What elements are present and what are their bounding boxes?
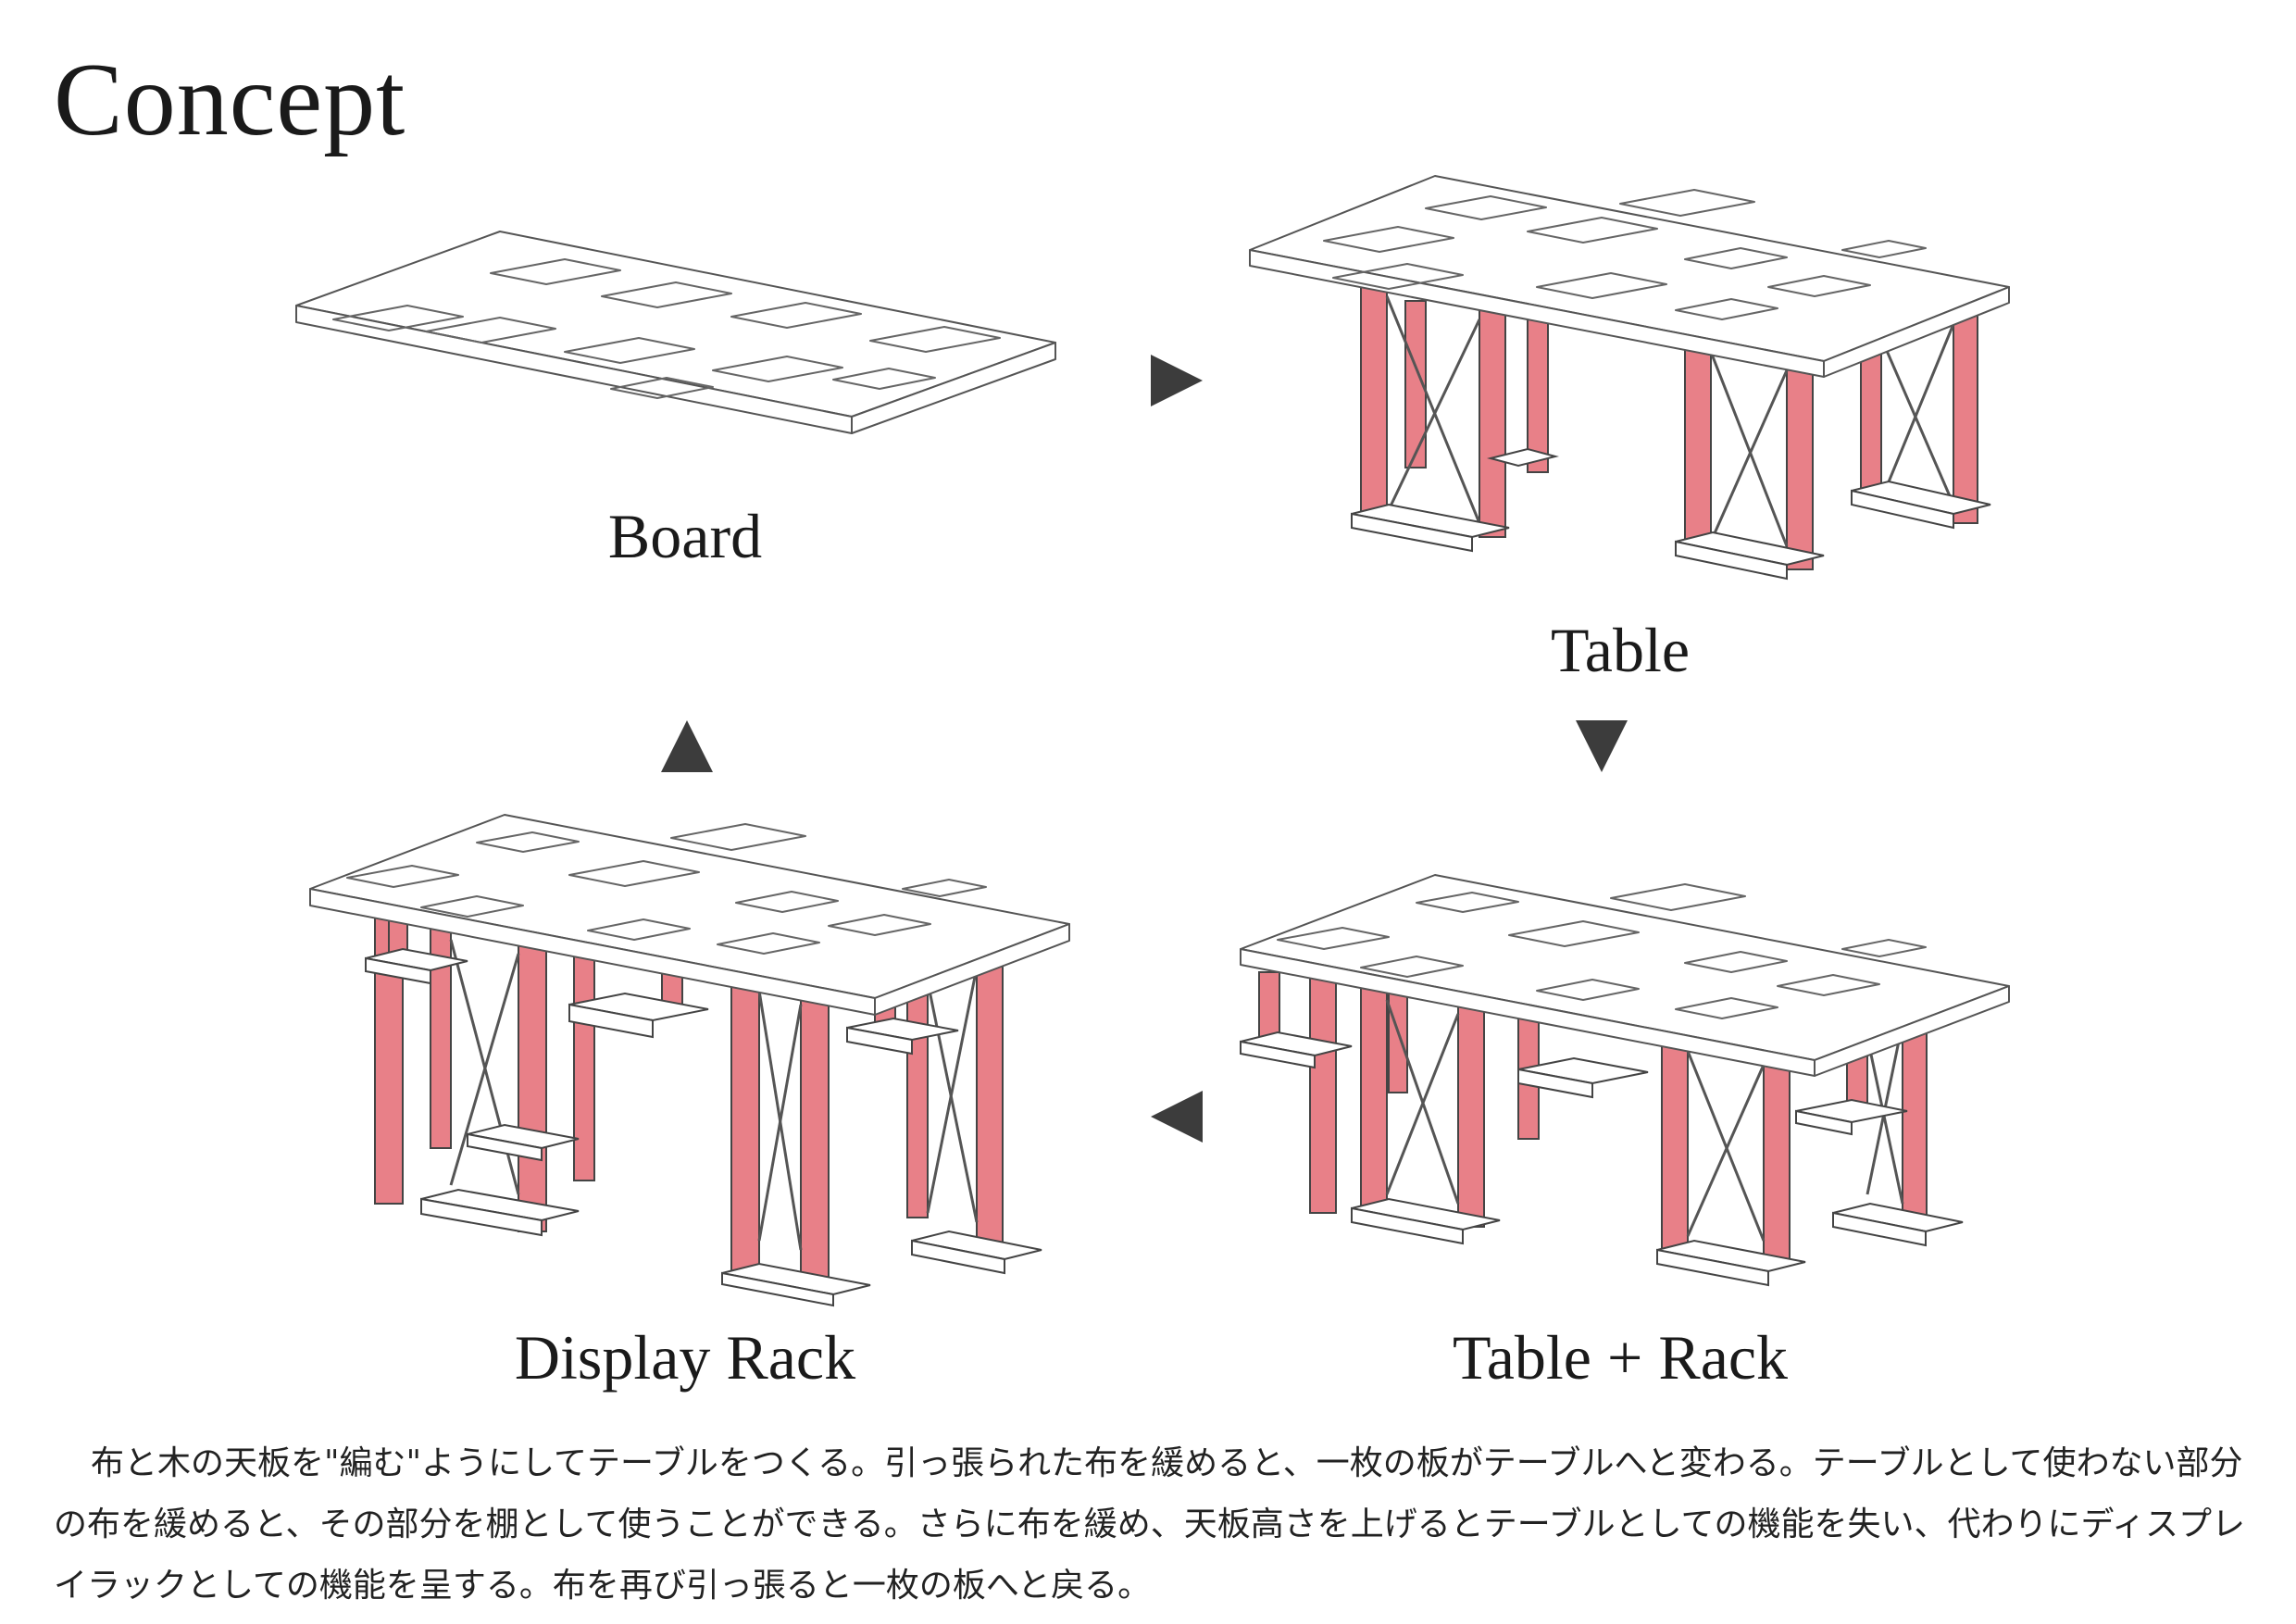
arrow-right-icon [1151,355,1203,406]
board-drawing [295,231,1056,434]
stage-label-table: Table [1550,615,1691,685]
stage-label-board: Board [607,501,763,571]
concept-description: 布と木の天板を"編む"ようにしてテーブルをつくる。引っ張られた布を緩めると、一枚… [54,1444,2246,1605]
table-rack-drawing [1240,874,2010,1287]
table-drawing [1249,175,2010,581]
stage-label-display-rack: Display Rack [514,1322,856,1393]
display-rack-drawing [309,814,1070,1307]
arrow-up-icon [661,720,713,772]
arrow-left-icon [1151,1091,1203,1143]
page-title: Concept [54,43,406,157]
stage-label-table-rack: Table + Rack [1452,1322,1789,1393]
arrow-down-icon [1576,720,1628,772]
